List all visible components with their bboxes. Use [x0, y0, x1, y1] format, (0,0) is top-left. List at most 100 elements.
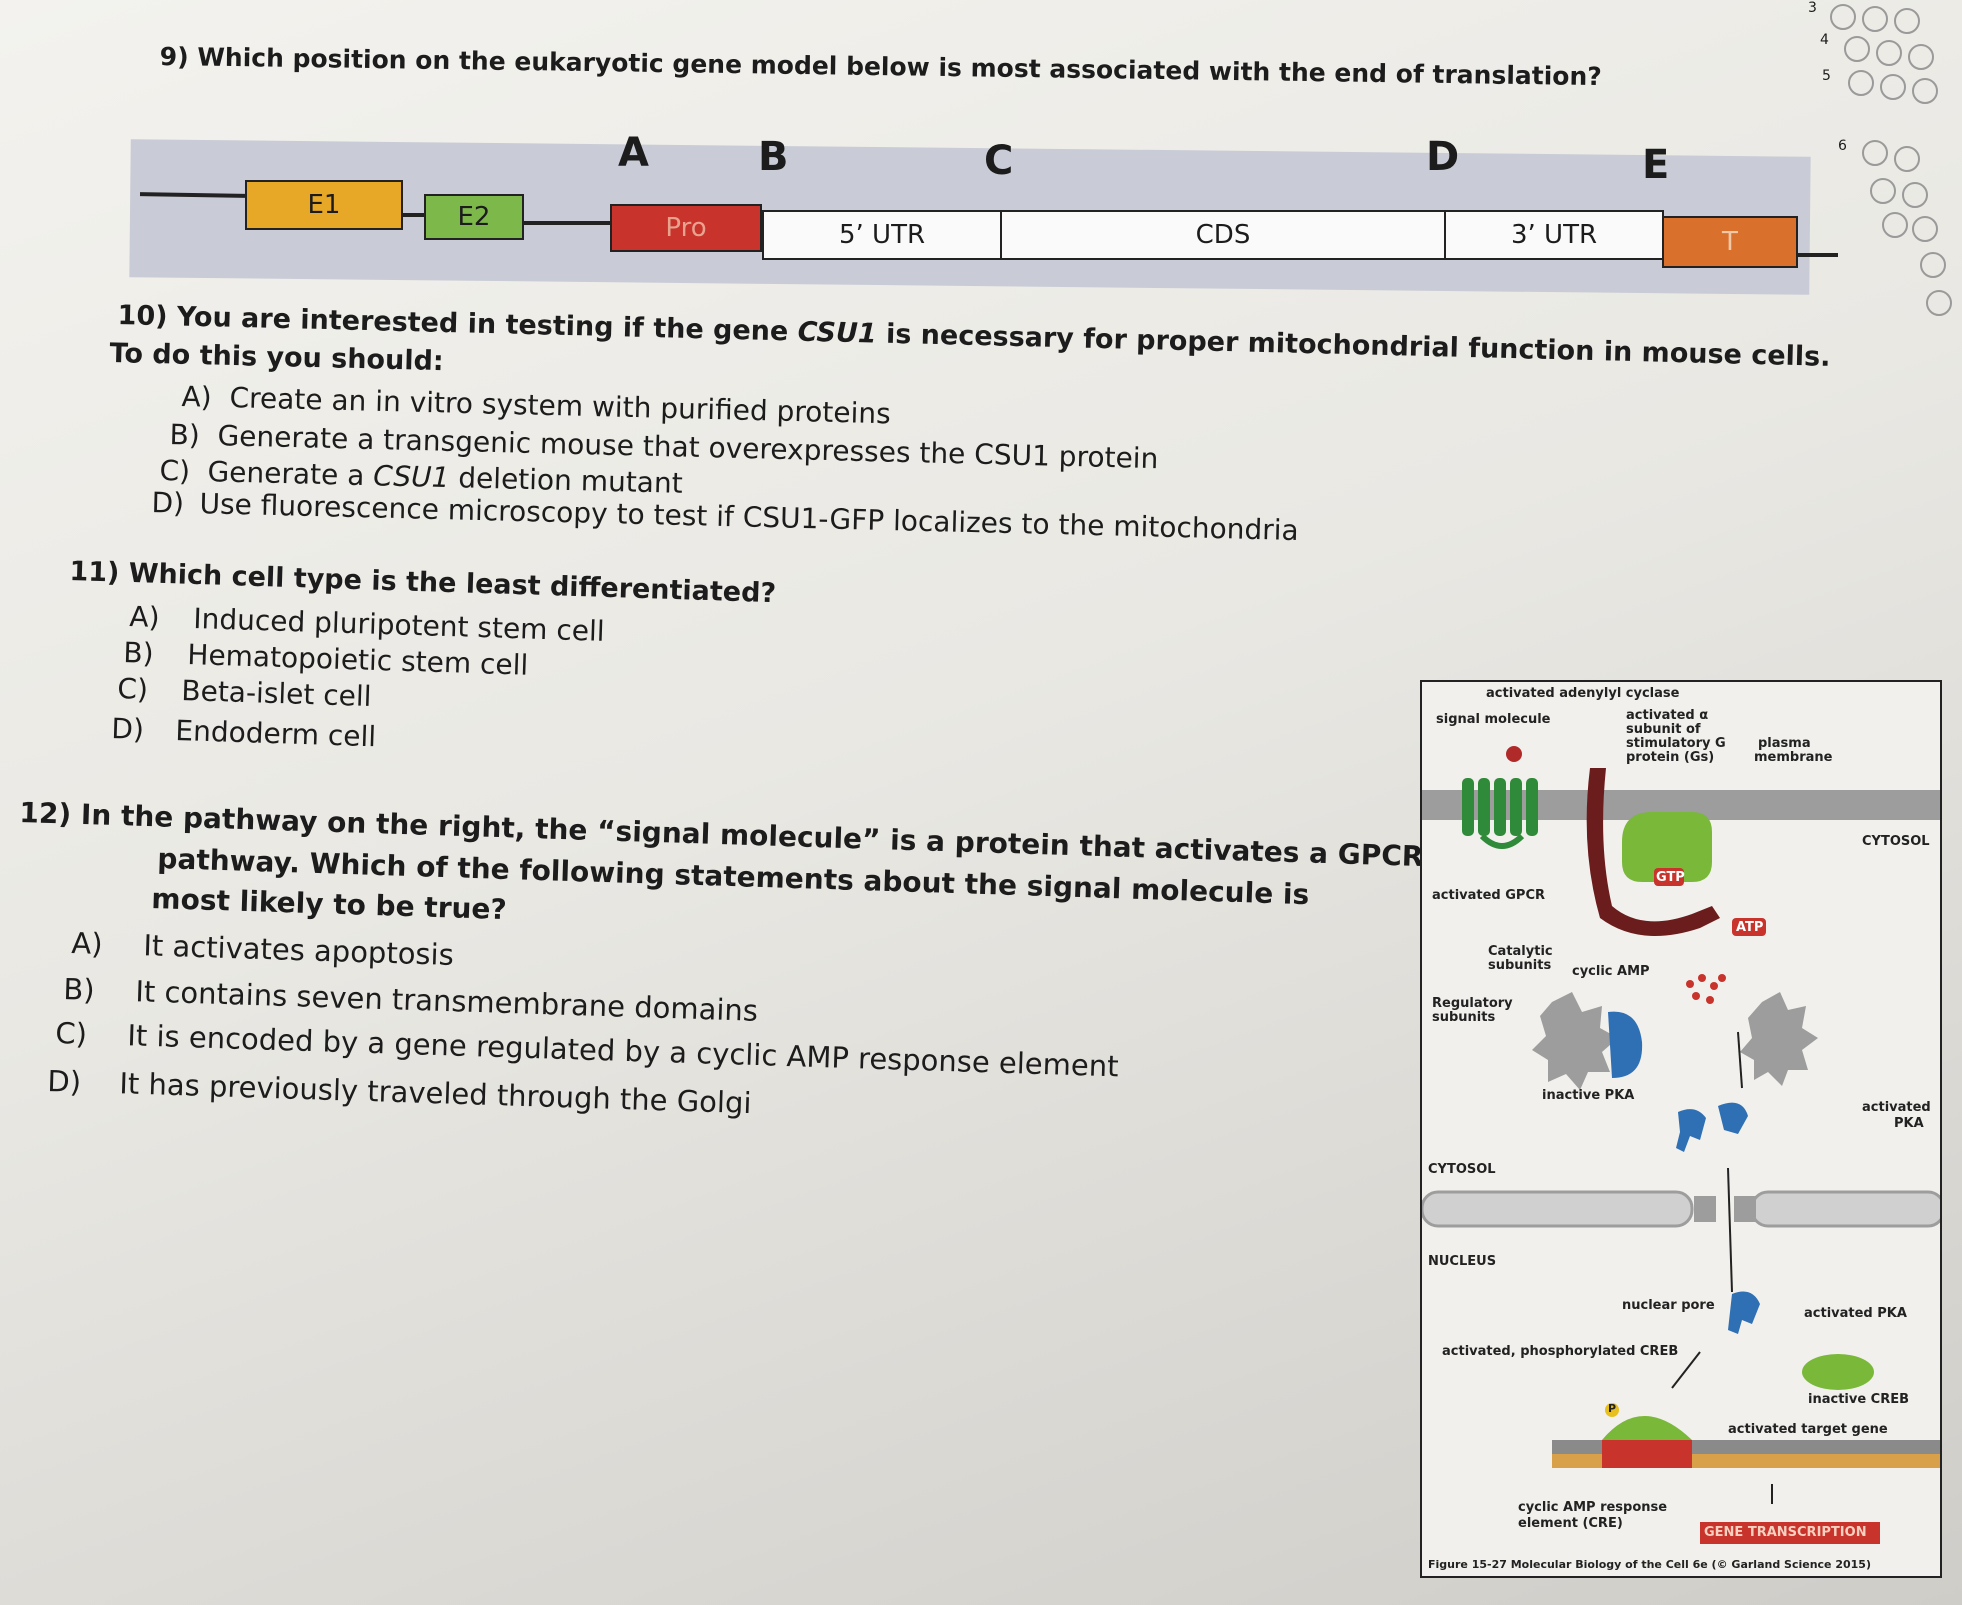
- g-protein-alpha-icon: [1622, 812, 1712, 882]
- gene-transcription-box: [1700, 1522, 1880, 1544]
- option-text: It activates apoptosis: [142, 928, 455, 972]
- position-label-a: A: [618, 130, 649, 176]
- option-letter: C): [116, 672, 149, 706]
- position-label-e: E: [1642, 142, 1670, 188]
- gene-model: A B C D E E1 E2 Pro 5’ UTR CDS 3’ UTR T: [0, 0, 1962, 300]
- bubble-icon: [1894, 146, 1920, 172]
- option-letter: C): [54, 1016, 88, 1051]
- bubble-icon: [1882, 212, 1908, 238]
- bubble-icon: [1870, 178, 1896, 204]
- question-10-text: is necessary for proper mitochondrial fu…: [876, 318, 1831, 373]
- cre-element: [1602, 1440, 1692, 1468]
- regulatory-subunit-icon: [1740, 992, 1818, 1086]
- label-regulatory-subunits: Regulatory: [1432, 996, 1513, 1011]
- figure-caption: Figure 15-27 Molecular Biology of the Ce…: [1428, 1558, 1871, 1571]
- label-cyclic-amp: cyclic AMP: [1572, 964, 1650, 979]
- label-plasma-membrane: plasma: [1758, 736, 1811, 751]
- label-cytosol-top: CYTOSOL: [1862, 834, 1930, 849]
- atp-badge: [1732, 918, 1766, 936]
- option-letter: B): [122, 636, 155, 670]
- bubble-icon: [1880, 74, 1906, 100]
- arrow-icon: [1671, 1351, 1701, 1389]
- arrow-icon: [1737, 1031, 1743, 1089]
- inactive-creb-icon: [1802, 1354, 1874, 1390]
- question-10-instruction: To do this you should:: [109, 338, 445, 378]
- bubble-icon: [1926, 290, 1952, 316]
- nuclear-pore-icon: [1694, 1196, 1716, 1222]
- gene-name: CSU1: [797, 316, 878, 350]
- option-letter: C): [159, 454, 191, 488]
- label-adenylyl-cyclase: activated adenylyl cyclase: [1486, 686, 1680, 701]
- option-letter: D): [46, 1064, 82, 1100]
- bubble-icon: [1862, 6, 1888, 32]
- gpcr-pathway-figure: activated adenylyl cyclase signal molecu…: [1420, 680, 1942, 1578]
- q12-option-a[interactable]: A) It activates apoptosis: [71, 926, 454, 972]
- promoter-segment: Pro: [610, 204, 762, 252]
- question-12-line3: most likely to be true?: [150, 882, 508, 927]
- bubble-icon: [1844, 36, 1870, 62]
- bubble-icon: [1830, 4, 1856, 30]
- activated-creb-icon: [1602, 1416, 1692, 1440]
- pathway-illustration: [1422, 746, 1940, 1544]
- option-text: Generate a: [207, 455, 374, 493]
- label-activated-pka-nucleus: activated PKA: [1804, 1306, 1907, 1321]
- nuclear-envelope: [1750, 1190, 1940, 1228]
- label-regulatory-subunits: subunits: [1432, 1010, 1496, 1025]
- option-letter: A): [181, 380, 213, 414]
- q11-option-c[interactable]: C) Beta-islet cell: [117, 672, 372, 713]
- label-catalytic-subunits: subunits: [1488, 958, 1552, 973]
- bubble-icon: [1908, 44, 1934, 70]
- label-nucleus: NUCLEUS: [1428, 1254, 1497, 1269]
- label-phosphate: P: [1608, 1402, 1617, 1415]
- margin-number-4: 4: [1820, 32, 1829, 48]
- label-inactive-pka: inactive PKA: [1542, 1088, 1635, 1103]
- gene-line: [1796, 253, 1838, 257]
- option-letter: B): [169, 418, 201, 452]
- label-gtp: GTP: [1656, 870, 1685, 885]
- option-text: It contains seven transmembrane domains: [134, 974, 759, 1028]
- catalytic-subunit-icon: [1608, 1011, 1643, 1078]
- cds-segment: CDS: [1000, 210, 1446, 260]
- position-label-d: D: [1426, 134, 1460, 180]
- option-text: Beta-islet cell: [180, 674, 372, 713]
- bubble-icon: [1848, 70, 1874, 96]
- activated-pka-icon: [1676, 1109, 1706, 1152]
- adenylyl-cyclase-icon: [1586, 768, 1720, 936]
- signal-molecule-icon: [1506, 746, 1522, 762]
- exon-e2: E2: [424, 194, 524, 240]
- option-letter: D): [110, 712, 145, 747]
- label-activated-alpha: stimulatory G: [1626, 736, 1726, 751]
- margin-number-3: 3: [1808, 0, 1817, 16]
- gtp-badge: [1654, 868, 1684, 886]
- label-activated-pka: activated: [1862, 1100, 1931, 1115]
- q11-option-d[interactable]: D)Endoderm cell: [111, 712, 377, 753]
- label-plasma-membrane: membrane: [1754, 750, 1833, 765]
- label-activated-creb: activated, phosphorylated CREB: [1442, 1344, 1679, 1359]
- label-cre: cyclic AMP response: [1518, 1500, 1668, 1515]
- exon-e1: E1: [245, 180, 403, 230]
- q12-option-d[interactable]: D)It has previously traveled through the…: [47, 1064, 752, 1120]
- utr5-segment: 5’ UTR: [762, 210, 1002, 260]
- nuclear-envelope: [1422, 1190, 1694, 1228]
- margin-number-6: 6: [1838, 138, 1847, 154]
- option-letter: D): [151, 486, 185, 520]
- label-catalytic-subunits: Catalytic: [1488, 944, 1553, 959]
- arrow-icon: [1727, 1167, 1733, 1293]
- option-letter: A): [70, 926, 104, 961]
- q10-option-d[interactable]: D) Use fluorescence microscopy to test if…: [151, 486, 1299, 547]
- cyclic-amp-dots: [1686, 974, 1726, 1004]
- activated-pka-icon: [1728, 1291, 1760, 1334]
- label-inactive-creb: inactive CREB: [1808, 1392, 1910, 1407]
- label-nuclear-pore: nuclear pore: [1622, 1298, 1715, 1313]
- label-activated-pka: PKA: [1894, 1116, 1924, 1131]
- option-text: Use fluorescence microscopy to test if C…: [199, 487, 1300, 548]
- label-cre: element (CRE): [1518, 1516, 1623, 1531]
- answer-bubbles: 3 4 5 6: [1800, 0, 1962, 320]
- gpcr-icon: [1462, 778, 1538, 849]
- terminator-segment: T: [1662, 216, 1798, 268]
- gene-line: [520, 221, 612, 225]
- margin-number-5: 5: [1822, 68, 1831, 84]
- bubble-icon: [1862, 140, 1888, 166]
- utr3-segment: 3’ UTR: [1444, 210, 1664, 260]
- bubble-icon: [1912, 216, 1938, 242]
